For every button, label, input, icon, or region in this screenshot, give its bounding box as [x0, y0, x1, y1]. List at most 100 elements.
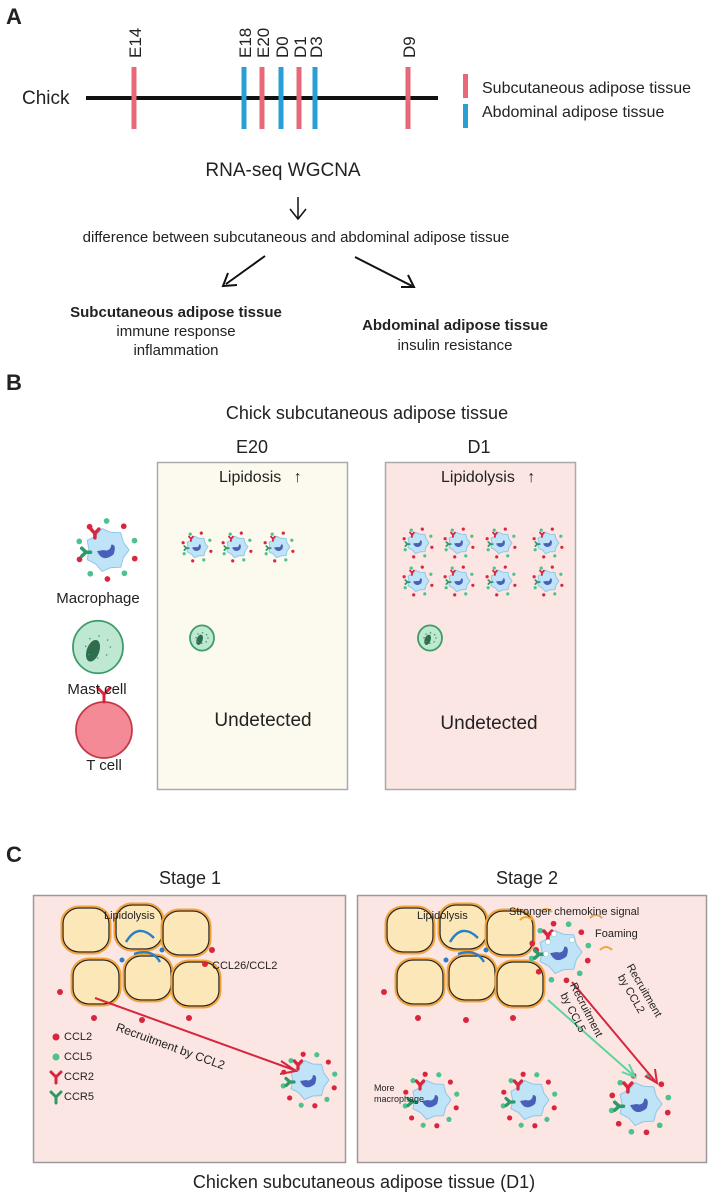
adipocyte: [60, 905, 112, 955]
macrophage-cell: [532, 527, 564, 559]
subcutaneous-outcome: Subcutaneous adipose tissue immune respo…: [70, 303, 282, 360]
timepoint-tick-D9: [405, 67, 411, 129]
legend-ccl5: CCL5: [64, 1051, 93, 1063]
adipocyte: [170, 959, 222, 1009]
subcutaneous-outcome-title: Subcutaneous adipose tissue: [70, 304, 282, 321]
timepoint-label-D0: D0: [273, 36, 292, 58]
d1-label: D1: [467, 437, 491, 457]
adipocyte: [384, 905, 436, 955]
e20-undetected: Undetected: [214, 710, 312, 731]
abdominal-outcome: Abdominal adipose tissue insulin resista…: [362, 316, 548, 356]
panel-c-caption: Chicken subcutaneous adipose tissue (D1): [192, 1172, 536, 1192]
timepoint-label-E18: E18: [236, 27, 255, 58]
legend-ccl2: CCL2: [64, 1031, 93, 1043]
timepoint-tick-E18: [241, 67, 247, 129]
panel-letter-a: A: [6, 4, 22, 29]
difference-label: difference between subcutaneous and abdo…: [82, 229, 510, 246]
timepoint-tick-D3: [312, 67, 318, 129]
timepoint-label-E14: E14: [126, 27, 145, 58]
more-macrophage-label: More macrophage: [374, 1083, 425, 1104]
timepoint-tick-E14: [131, 67, 137, 129]
subcutaneous-outcome-line1: immune response: [116, 323, 236, 340]
mast-cell: [417, 624, 443, 652]
macrophage-cell: [443, 527, 475, 559]
subcutaneous-outcome-line2: inflammation: [133, 342, 219, 359]
e20-process: Lipidosis ↑: [219, 469, 302, 487]
legend-ccr2: CCR2: [64, 1071, 94, 1083]
adipocyte: [122, 953, 174, 1003]
up-arrow-icon: ↑: [527, 469, 536, 486]
d1-process-label: Lipidolysis: [441, 469, 515, 486]
macrophage-label: Macrophage: [56, 590, 140, 607]
adipocyte: [160, 908, 212, 958]
macrophage-cell: [402, 565, 434, 597]
lipid-fragments: [443, 929, 489, 963]
legend-subcutaneous: Subcutaneous adipose tissue: [482, 80, 692, 97]
ccl2-arrow: [571, 981, 656, 1082]
panel-c-graphics: [32, 894, 708, 1164]
legend-abdominal: Abdominal adipose tissue: [482, 104, 665, 121]
macrophage-cell: [221, 531, 253, 563]
stage1-title: Stage 1: [158, 868, 222, 888]
stage2-title: Stage 2: [495, 868, 559, 888]
chemokine-legend-icons: [49, 1033, 63, 1105]
left-arrow: [225, 255, 266, 285]
t-cell: [75, 686, 133, 759]
ccl5-arrow: [547, 999, 634, 1076]
adipocyte: [484, 908, 536, 958]
timepoint-tick-E20: [259, 67, 265, 129]
legend-swatch-abdominal: [463, 104, 468, 128]
macrophage-cell: [181, 531, 213, 563]
macrophage-cell: [485, 565, 517, 597]
macrophage-cell: [402, 527, 434, 559]
adipocyte: [70, 957, 122, 1007]
t-cell-label: T cell: [86, 757, 122, 774]
timepoint-label-E20: E20: [254, 27, 273, 58]
timepoint-label-D3: D3: [307, 36, 326, 58]
e20-cells: [181, 531, 295, 652]
timepoint-tick-D1: [296, 67, 302, 129]
stage2-lipidolysis-label: Lipidolysis: [417, 910, 468, 922]
panel-letter-b: B: [6, 370, 22, 395]
timepoint-tick-D0: [278, 67, 284, 129]
e20-box: [156, 461, 349, 791]
macrophage-cell: [608, 1072, 672, 1136]
legend-swatch-subcutaneous: [463, 74, 468, 98]
abdominal-outcome-title: Abdominal adipose tissue: [362, 317, 548, 334]
stage2-signal-label: Stronger chemokine signal: [509, 906, 640, 918]
timepoint-label-D9: D9: [400, 36, 419, 58]
d1-cells: [402, 527, 564, 652]
abdominal-outcome-line1: insulin resistance: [397, 337, 513, 354]
macrophage-cell: [402, 1071, 460, 1129]
stage1-graphics: [57, 902, 338, 1109]
right-arrow: [354, 256, 413, 287]
e20-label: E20: [235, 437, 269, 457]
macrophage-cell: [532, 565, 564, 597]
panel-b-title: Chick subcutaneous adipose tissue: [225, 403, 509, 423]
up-arrow-icon: ↑: [293, 469, 302, 486]
method-label: RNA-seq WGCNA: [205, 160, 361, 181]
timeline-label: Chick: [22, 88, 70, 109]
stage1-lipidolysis-label: Lipidolysis: [104, 910, 155, 922]
panel-letter-c: C: [6, 842, 22, 867]
recruitment-arrow-head: [279, 1060, 299, 1075]
stage2-graphics: [381, 902, 672, 1136]
down-arrow-head: [289, 208, 307, 221]
ccl5-arrow-head: [621, 1063, 637, 1079]
legend-ccr5: CCR5: [64, 1091, 94, 1103]
macrophage-cell: [485, 527, 517, 559]
adipocyte: [446, 953, 498, 1003]
left-arrow-head: [221, 272, 238, 288]
cell-legend-icons: [72, 518, 138, 759]
macrophage-cell: [280, 1051, 338, 1109]
panel-a-graphics: [86, 67, 468, 288]
mast-cell-label: Mast cell: [67, 681, 127, 698]
macrophage-cell: [443, 565, 475, 597]
stage1-chemokine-label: CCL26/CCL2: [212, 960, 278, 972]
d1-box: [384, 461, 577, 791]
macrophage-cell: [263, 531, 295, 563]
e20-process-label: Lipidosis: [219, 469, 282, 486]
ccl2-arrow-head: [644, 1068, 659, 1085]
lipid-fragments: [119, 929, 165, 963]
recruitment-arrow: [94, 997, 295, 1071]
